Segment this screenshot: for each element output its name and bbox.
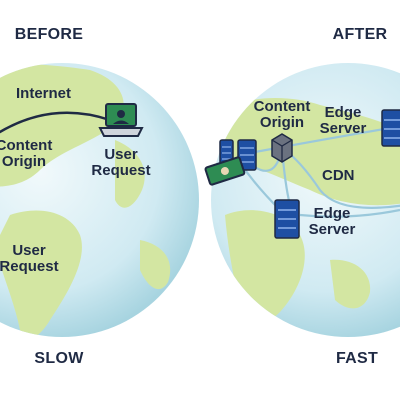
label-line: Edge [313, 205, 351, 222]
after-heading: AFTER [332, 26, 388, 43]
after-footer: FAST [335, 350, 379, 367]
label-line: User [12, 242, 46, 259]
label-line: Request [0, 258, 59, 275]
server-icon [274, 199, 300, 239]
origin-server-icon [271, 133, 293, 163]
server-icon [219, 139, 234, 165]
label-line: Request [91, 162, 151, 179]
laptop-icon [204, 156, 246, 186]
before-user-request-bottom-label: User Request [0, 243, 59, 275]
label-line: Content [0, 137, 53, 154]
label-line: User [104, 146, 138, 163]
server-icon [237, 139, 257, 171]
label-line: Edge [324, 104, 362, 121]
before-content-origin-label: Content Origin [0, 138, 52, 170]
before-user-request-label: User Request [91, 147, 150, 179]
after-edge-server-top-label: Edge Server [320, 105, 367, 137]
cdn-link [254, 126, 391, 154]
cdn-link [299, 208, 400, 218]
before-globe [0, 63, 199, 337]
after-content-origin-label: Content Origin [254, 99, 311, 131]
before-footer: SLOW [34, 350, 84, 367]
cdn-link [281, 147, 400, 209]
internet-label: Internet [16, 85, 72, 102]
label-line: Server [319, 120, 367, 137]
before-landmasses [0, 63, 171, 337]
label-line: Content [253, 98, 311, 115]
before-heading: BEFORE [14, 26, 84, 43]
cdn-label: CDN [322, 167, 355, 184]
internet-connection-line [0, 111, 111, 134]
server-icon [381, 109, 400, 147]
label-line: Server [308, 221, 356, 238]
laptop-icon [98, 103, 144, 137]
label-line: Origin [259, 114, 305, 131]
after-edge-server-bottom-label: Edge Server [309, 206, 356, 238]
label-line: Origin [1, 153, 47, 170]
